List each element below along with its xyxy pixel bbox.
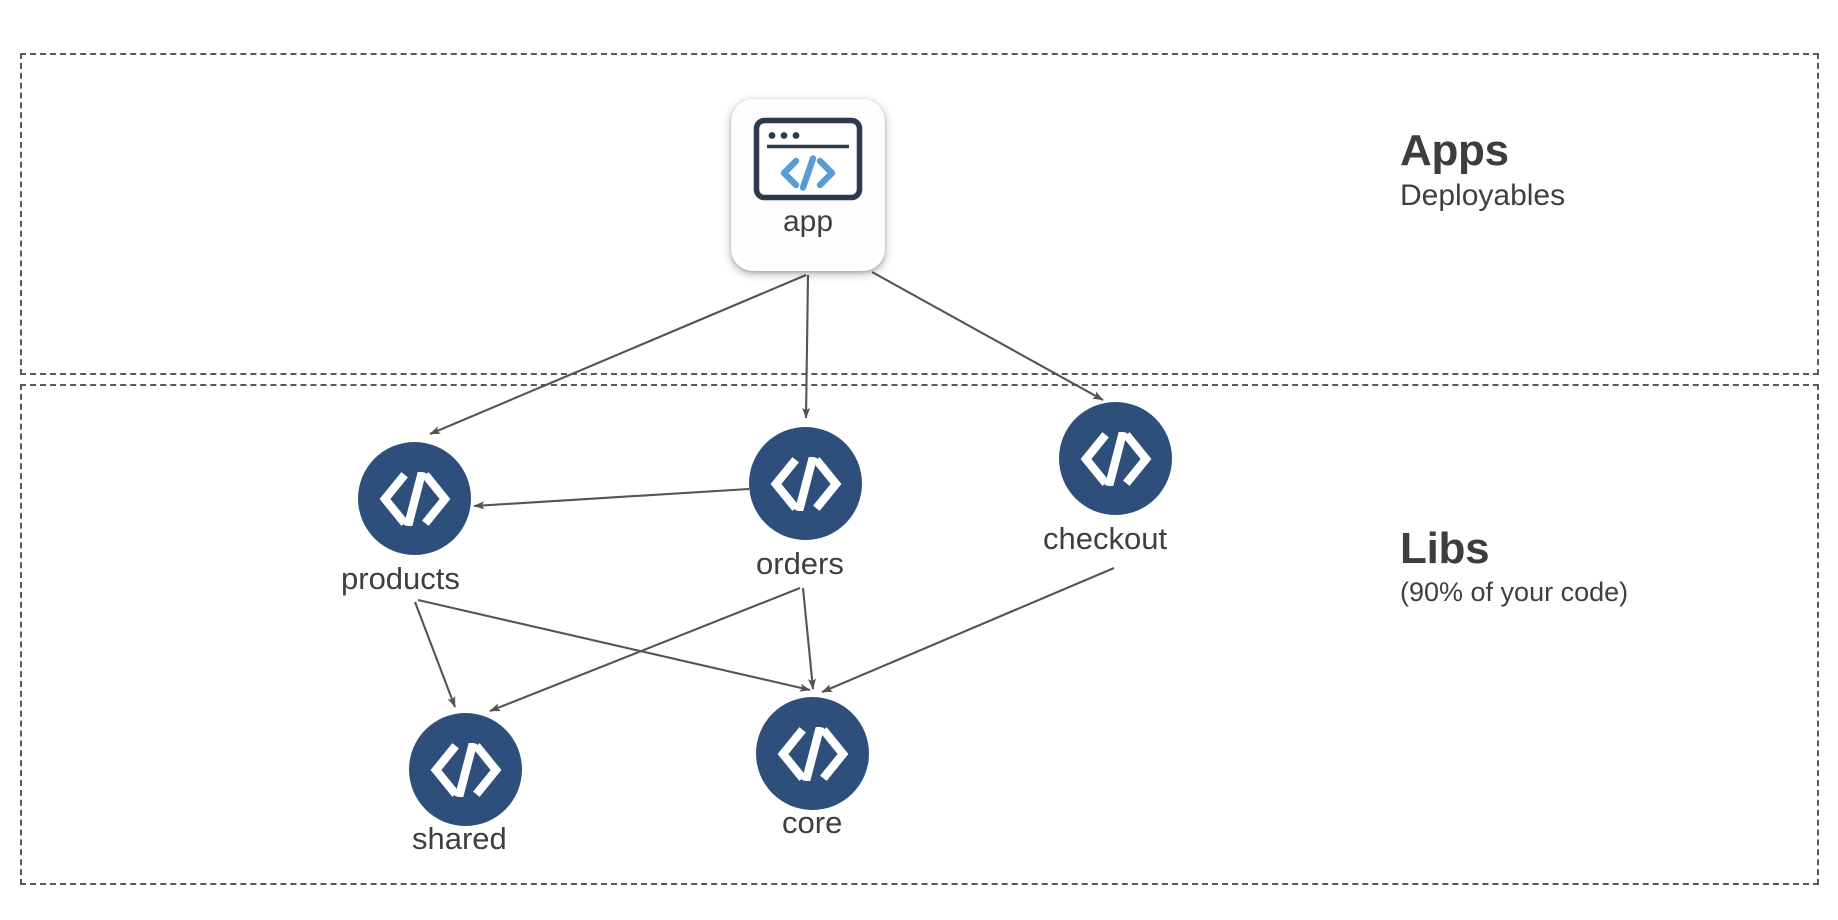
code-brackets-icon <box>430 742 501 797</box>
zone-libs <box>20 384 1819 885</box>
node-core-circle[interactable] <box>756 697 869 810</box>
node-core-label: core <box>782 805 843 840</box>
node-app-label: app <box>782 205 834 238</box>
browser-code-icon <box>753 117 863 201</box>
code-brackets-icon <box>770 456 841 511</box>
node-checkout-label: checkout <box>1043 521 1168 556</box>
zone-apps-title: Apps <box>1400 126 1509 175</box>
code-brackets-icon <box>379 471 450 526</box>
node-orders[interactable] <box>749 427 862 540</box>
node-app[interactable]: app <box>731 99 885 271</box>
node-products-circle[interactable] <box>358 442 471 555</box>
zone-libs-caption: Libs (90% of your code) <box>1400 524 1629 609</box>
zone-libs-subtitle: (90% of your code) <box>1400 577 1629 608</box>
node-orders-label: orders <box>756 546 844 581</box>
code-brackets-icon <box>1080 431 1151 486</box>
zone-libs-title: Libs <box>1400 524 1490 573</box>
node-shared-label: shared <box>412 821 507 856</box>
zone-apps-subtitle: Deployables <box>1400 179 1566 213</box>
node-products[interactable] <box>358 442 471 555</box>
node-core[interactable] <box>756 697 869 810</box>
node-orders-circle[interactable] <box>749 427 862 540</box>
node-products-label: products <box>341 561 460 596</box>
node-shared[interactable] <box>409 713 522 826</box>
zone-apps-caption: Apps Deployables <box>1400 126 1566 214</box>
node-shared-circle[interactable] <box>409 713 522 826</box>
node-checkout[interactable] <box>1059 402 1172 515</box>
code-brackets-icon <box>777 726 848 781</box>
node-checkout-circle[interactable] <box>1059 402 1172 515</box>
